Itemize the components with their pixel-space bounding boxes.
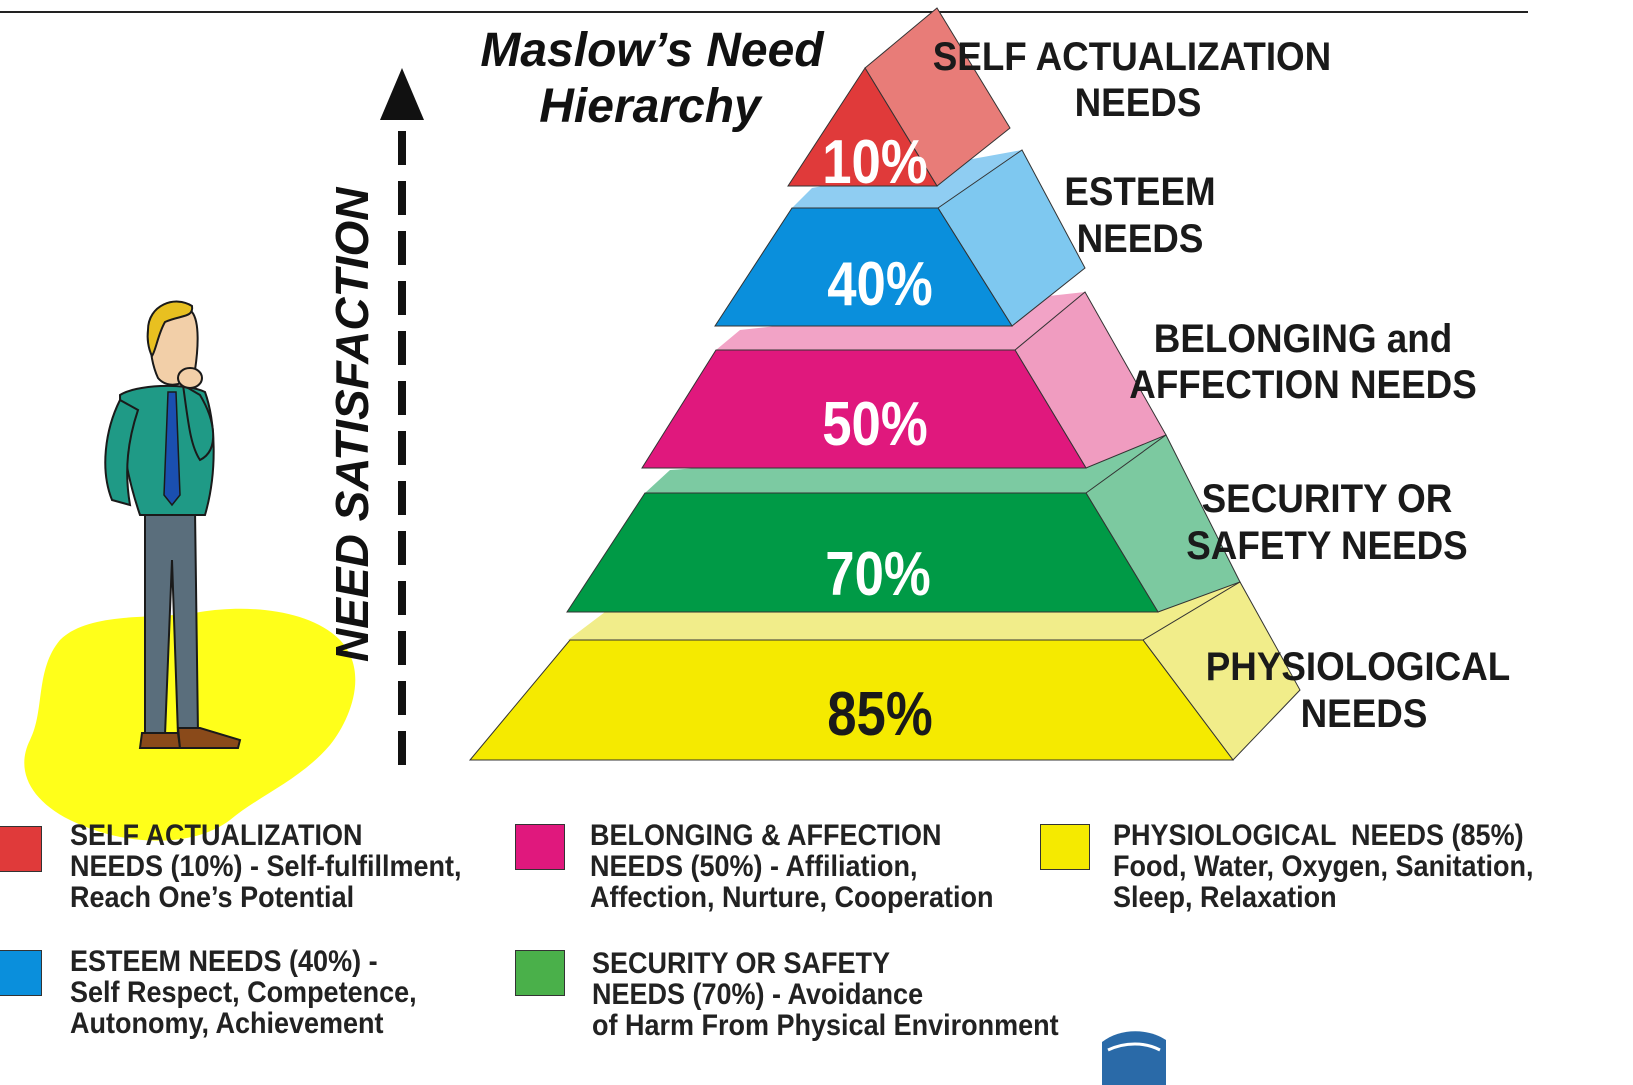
- legend-swatch-belonging: [515, 824, 565, 870]
- security-percent: 70%: [825, 540, 930, 609]
- thinking-man-figure: [104, 300, 242, 749]
- legend-text-belonging: BELONGING & AFFECTION NEEDS (50%) - Affi…: [590, 819, 994, 914]
- belonging-front-face: [641, 349, 1087, 469]
- legend-swatch-physiological: [1040, 824, 1090, 870]
- self-actualization-label-line-2: NEEDS: [1075, 81, 1202, 126]
- self-actualization-label-line-1: SELF ACTUALIZATION: [933, 35, 1332, 80]
- physiological-percent: 85%: [827, 680, 932, 749]
- self-actualization-front-face: [787, 67, 938, 187]
- esteem-percent: 40%: [827, 250, 932, 319]
- self-actualization-percent: 10%: [822, 128, 927, 197]
- belonging-label-line-2: AFFECTION NEEDS: [1129, 363, 1476, 408]
- need-satisfaction-arrowhead: [380, 68, 424, 120]
- security-label-line-2: SAFETY NEEDS: [1186, 524, 1467, 569]
- corner-logo: [1102, 1031, 1166, 1085]
- belonging-percent: 50%: [822, 390, 927, 459]
- belonging-label-line-1: BELONGING and: [1154, 317, 1452, 362]
- legend-text-esteem: ESTEEM NEEDS (40%) - Self Respect, Compe…: [70, 945, 417, 1040]
- legend-text-physiological: PHYSIOLOGICAL NEEDS (85%) Food, Water, O…: [1113, 819, 1534, 914]
- axis-label: NEED SATISFACTION: [326, 187, 378, 662]
- esteem-front-face: [714, 207, 1013, 327]
- esteem-label-line-1: ESTEEM: [1064, 170, 1215, 215]
- title-line-1: Maslow’s Need: [480, 24, 825, 77]
- physiological-label-line-1: PHYSIOLOGICAL: [1206, 645, 1511, 690]
- title-line-2: Hierarchy: [539, 80, 763, 133]
- security-front-face: [566, 492, 1159, 613]
- esteem-label-line-2: NEEDS: [1077, 217, 1204, 262]
- physiological-label-line-2: NEEDS: [1301, 692, 1428, 737]
- legend-swatch-self-actualization: [0, 826, 42, 872]
- pyramid: [468, 7, 1301, 761]
- legend-text-security: SECURITY OR SAFETY NEEDS (70%) - Avoidan…: [592, 947, 1059, 1042]
- legend-swatch-security: [515, 950, 565, 996]
- security-label-line-1: SECURITY OR: [1202, 477, 1453, 522]
- physiological-front-face: [468, 639, 1234, 761]
- legend-text-self-actualization: SELF ACTUALIZATION NEEDS (10%) - Self-fu…: [70, 819, 462, 914]
- legend-swatch-esteem: [0, 950, 42, 996]
